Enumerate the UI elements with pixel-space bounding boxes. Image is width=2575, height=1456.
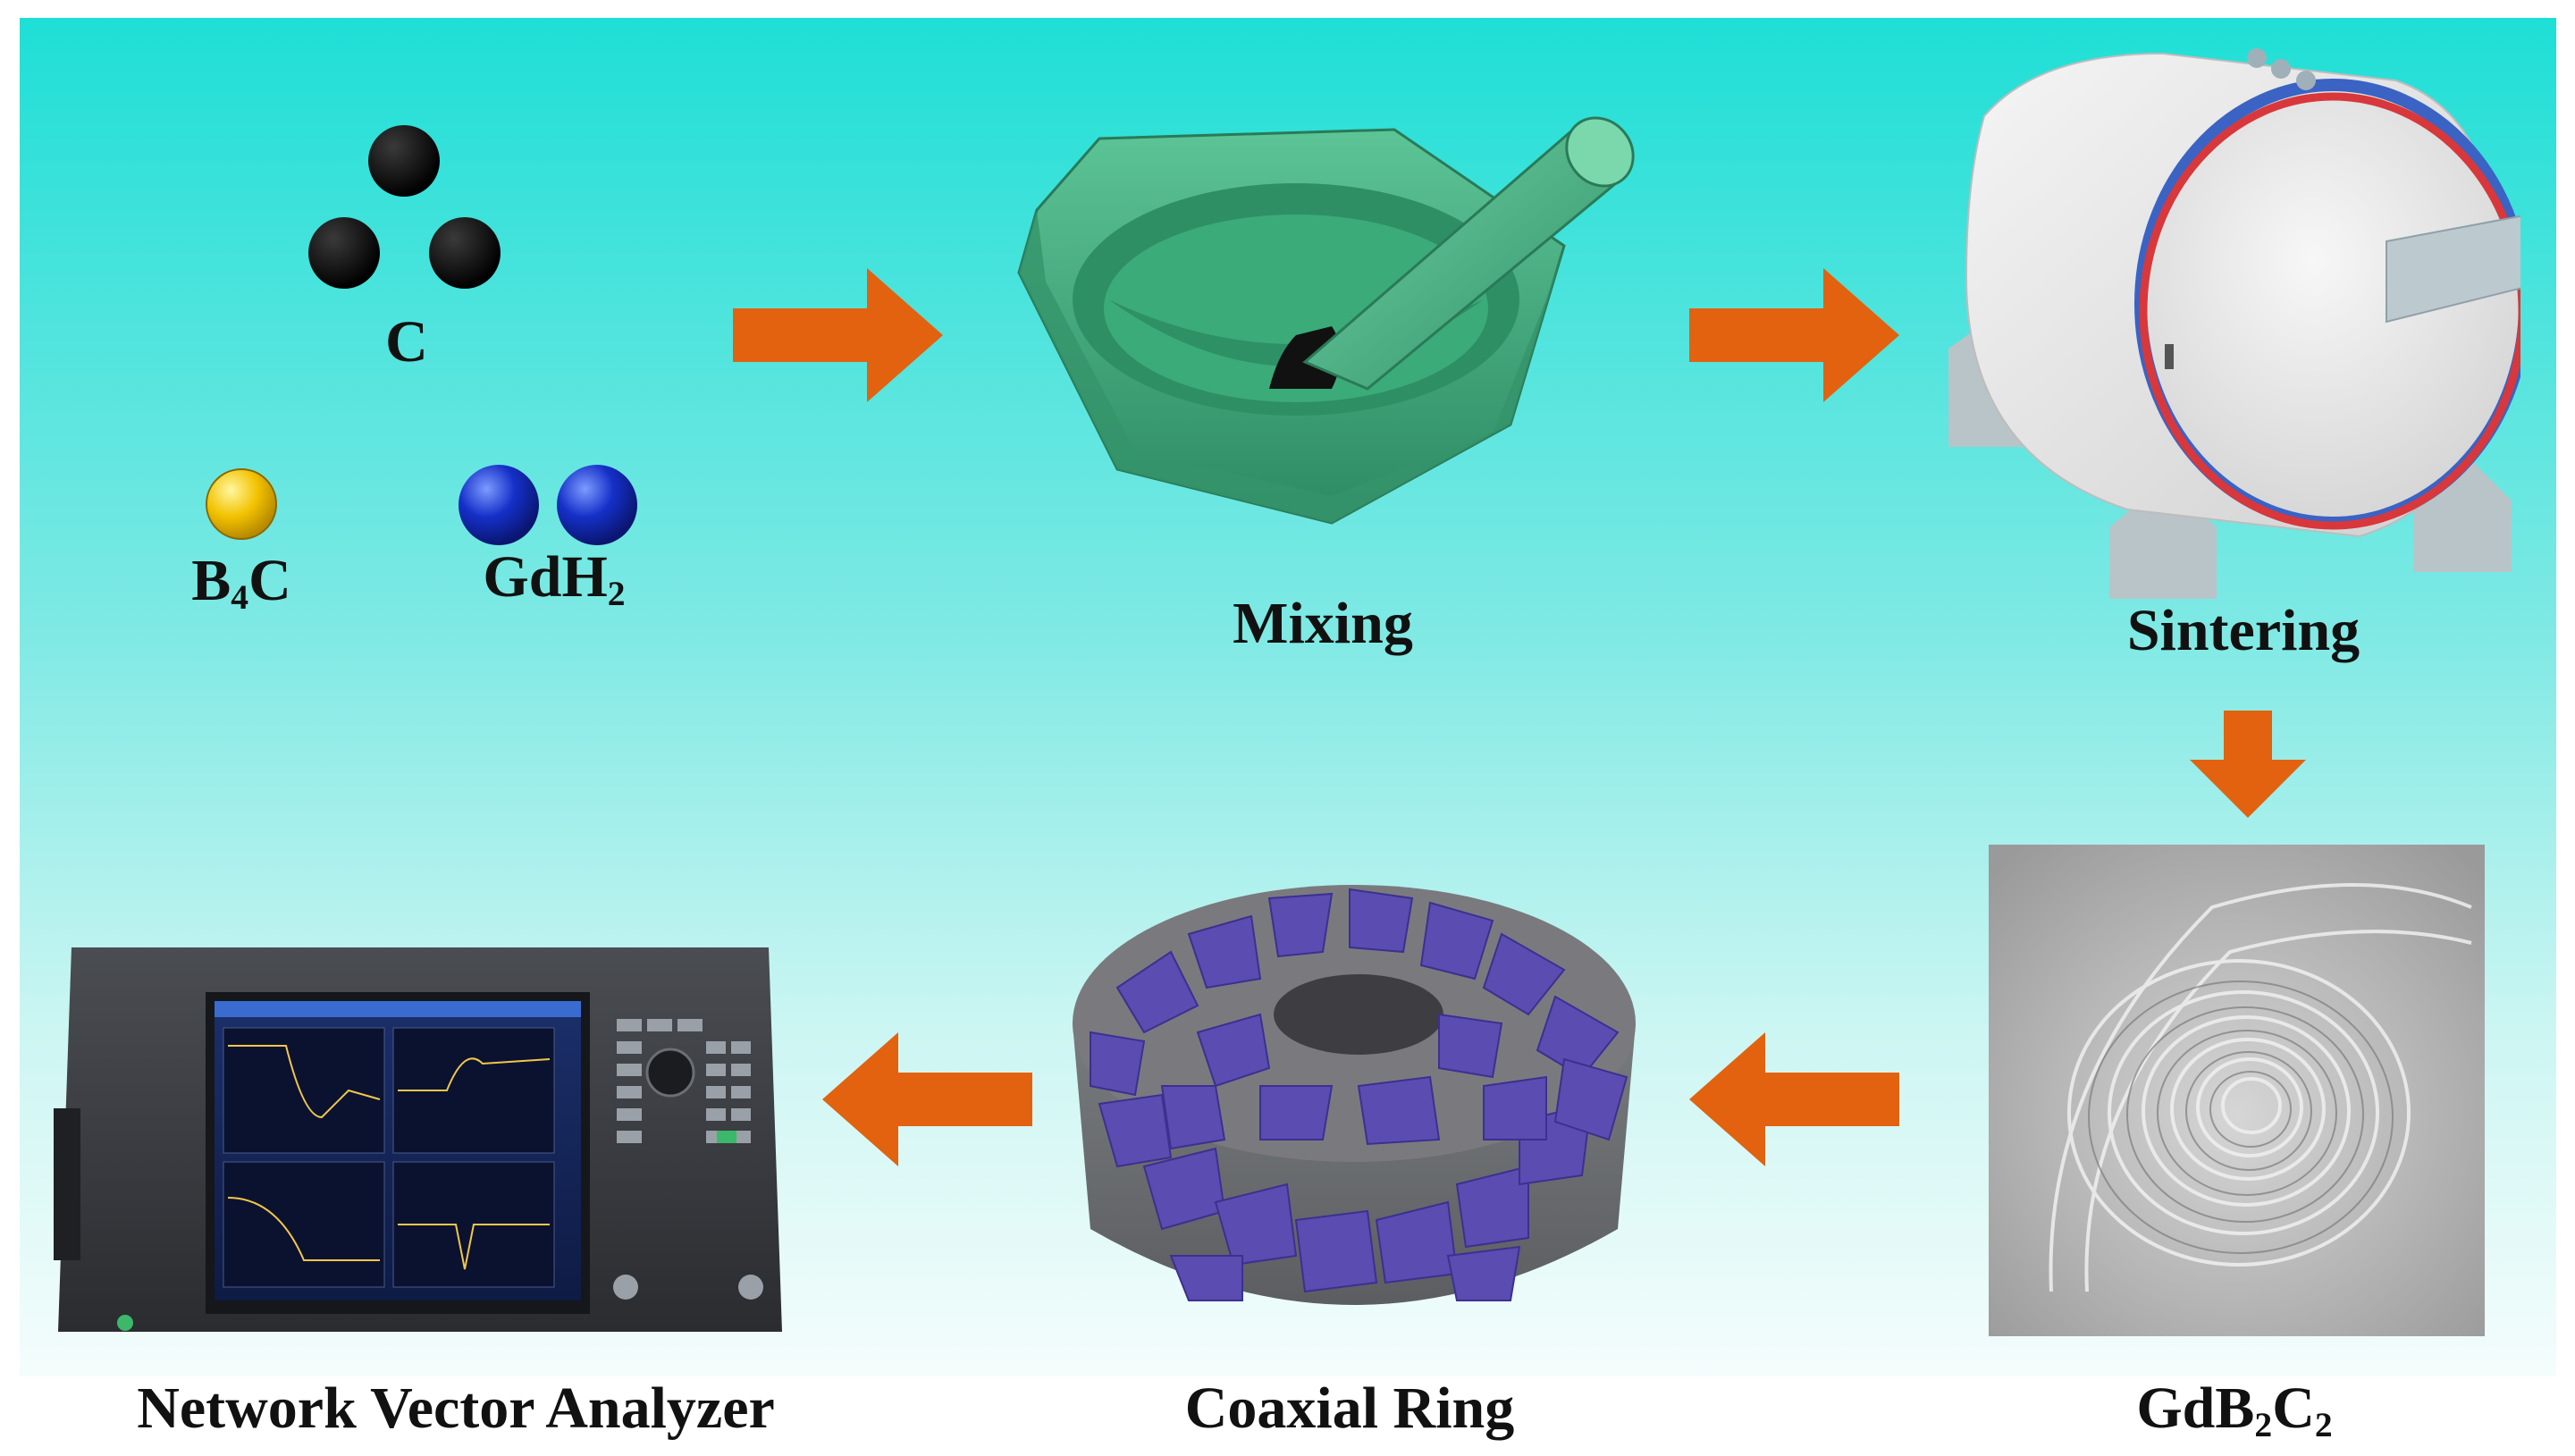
- sintering-label: Sintering: [2126, 598, 2360, 663]
- coaxial-ring-label: Coaxial Ring: [1184, 1376, 1515, 1441]
- coaxial-ring-image: [1073, 885, 1636, 1305]
- gadolinium-hydride-label: GdH2: [465, 543, 644, 614]
- gadolinium-hydride-atom: [459, 465, 539, 545]
- gdb2c2-mid: C: [2272, 1376, 2315, 1441]
- boron-carbide-atom: [206, 468, 277, 540]
- arrow-right-2: [1689, 268, 1899, 402]
- carbon-label: C: [385, 309, 428, 375]
- b4c-subscript: 4: [231, 577, 249, 617]
- gdb2c2-label: GdB2C2: [2109, 1375, 2360, 1445]
- sintering-furnace-image: [1948, 48, 2520, 599]
- carbon-atom: [368, 125, 440, 197]
- boron-carbide-label: B4C: [170, 547, 313, 618]
- arrow-left-1: [1689, 1032, 1899, 1166]
- gdh2-prefix: GdH: [483, 544, 608, 610]
- gdb2c2-sem-image: [1989, 845, 2485, 1336]
- carbon-atoms: [308, 125, 501, 289]
- carbon-atom: [429, 217, 501, 289]
- gadolinium-hydride-atoms: [459, 465, 637, 545]
- gdh2-subscript: 2: [607, 573, 626, 613]
- b4c-suffix: C: [248, 548, 291, 613]
- carbon-atom: [308, 217, 380, 289]
- mixing-label: Mixing: [1233, 591, 1413, 656]
- gdb2c2-subscript-2: 2: [2314, 1404, 2333, 1444]
- gdb2c2-subscript-1: 2: [2254, 1404, 2273, 1444]
- arrow-left-2: [822, 1032, 1032, 1166]
- pestle: [1302, 116, 1635, 391]
- arrow-down: [2190, 711, 2306, 818]
- mortar-and-pestle-image: [1017, 116, 1635, 525]
- gadolinium-hydride-atom: [557, 465, 637, 545]
- network-analyzer-image: [54, 947, 782, 1332]
- gdb2c2-prefix: GdB: [2136, 1376, 2255, 1441]
- arrow-right-1: [733, 268, 943, 402]
- b4c-prefix: B: [191, 548, 231, 613]
- network-analyzer-label: Network Vector Analyzer: [137, 1376, 775, 1441]
